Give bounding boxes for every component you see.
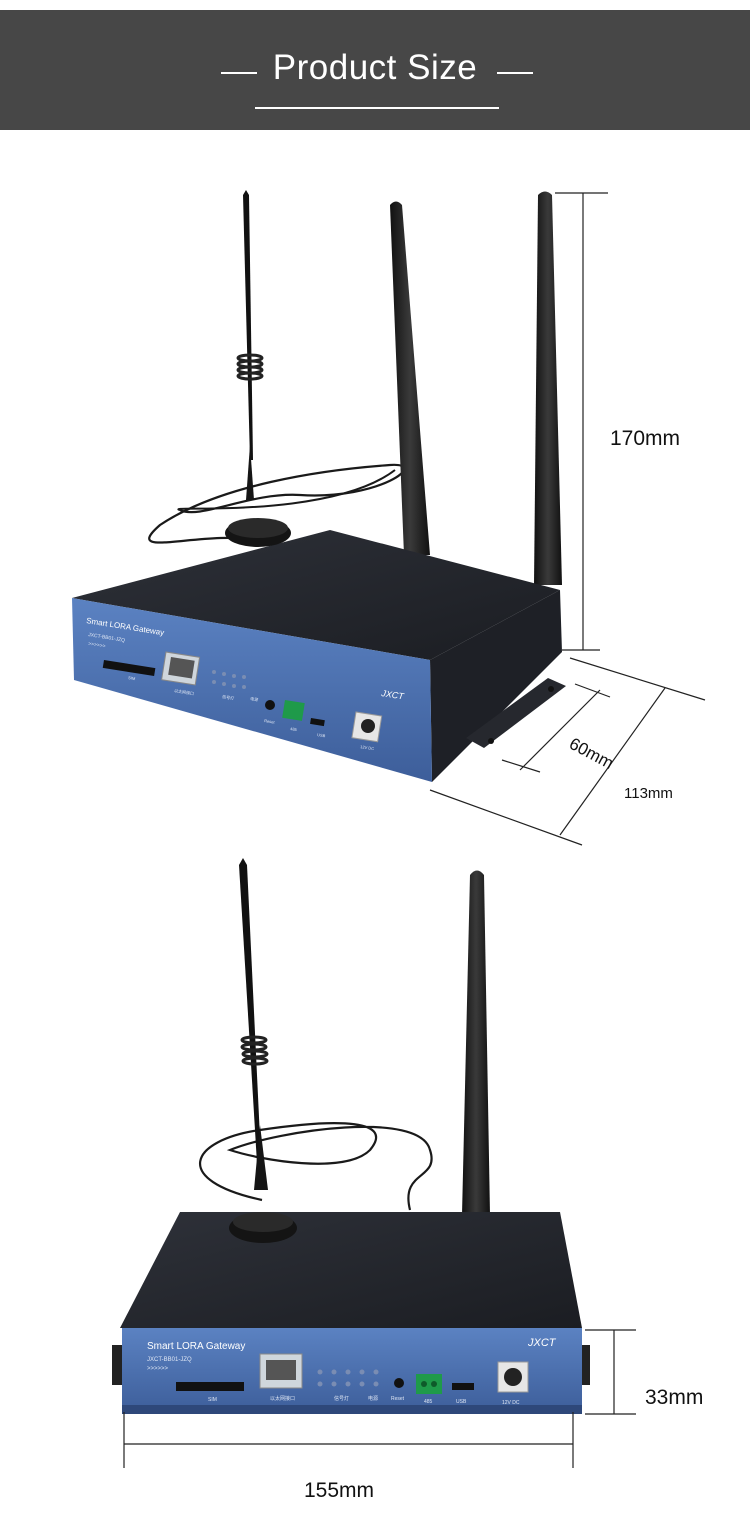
antenna-right-front — [462, 870, 490, 1215]
sim-slot — [102, 660, 156, 677]
rs485-label: 485 — [290, 726, 298, 732]
header-dash-right — [497, 72, 533, 74]
thickness-dimension-label: 33mm — [645, 1386, 704, 1409]
rs485-terminal — [282, 700, 305, 721]
case-side — [430, 590, 562, 782]
lan-label-front: 以太网接口 — [270, 1395, 295, 1402]
reset-button-hole — [265, 700, 275, 710]
case-top-front — [120, 1212, 582, 1328]
device-name-label-front: Smart LORA Gateway — [147, 1341, 245, 1352]
section-header: Product Size — [0, 10, 750, 130]
antenna-right — [534, 191, 562, 585]
led-indicators — [212, 670, 246, 689]
usb-port-front — [452, 1383, 474, 1390]
device-arrows-label-front: >>>>>> — [147, 1366, 169, 1372]
usb-port — [310, 718, 325, 727]
front-panel — [72, 598, 432, 782]
brand-logo-front: JXCT — [527, 1337, 557, 1349]
led-power-label-front: 电源 — [368, 1395, 378, 1402]
device-model-label-front: JXCT-BB01-JZQ — [147, 1357, 192, 1363]
device-angled-view: Smart LORA Gateway JXCT-BB01-JZQ >>>>>> … — [72, 190, 566, 782]
rs485-label-front: 485 — [424, 1399, 433, 1405]
brand-logo: JXCT — [380, 688, 406, 702]
antenna-middle — [390, 201, 430, 555]
page-title: Product Size — [272, 48, 478, 87]
whip-antenna — [243, 190, 253, 460]
usb-label: USB — [317, 732, 326, 738]
device-model-label: JXCT-BB01-JZQ — [88, 632, 126, 644]
sim-label: SIM — [128, 675, 136, 681]
height-dimension-label: 170mm — [610, 427, 681, 450]
header-dash-left — [221, 72, 257, 74]
led-group-label-front: 信号灯 — [334, 1395, 349, 1402]
depth-dimension-label: 113mm — [624, 785, 673, 802]
case-top — [72, 530, 560, 660]
antenna-cable — [148, 463, 406, 544]
usb-label-front: USB — [456, 1399, 467, 1405]
reset-button-hole-front — [394, 1378, 404, 1388]
device-front-view: Smart LORA Gateway JXCT-BB01-JZQ >>>>>> … — [112, 858, 590, 1414]
dc-label: 12V DC — [360, 744, 375, 751]
rs485-terminal-front — [416, 1374, 442, 1394]
led-indicators-front — [317, 1369, 379, 1387]
length-dimension-label: 155mm — [304, 1479, 375, 1502]
led-group-label: 信号灯 — [222, 693, 235, 701]
lan-label: 以太网接口 — [174, 687, 195, 696]
header-underline — [255, 107, 499, 109]
dc-label-front: 12V DC — [502, 1400, 520, 1406]
sim-slot-front — [176, 1382, 244, 1391]
reset-label: Reset — [264, 718, 276, 725]
antenna-cable-front — [198, 1122, 433, 1211]
sim-label-front: SIM — [208, 1397, 217, 1403]
reset-label-front: Reset — [391, 1396, 405, 1402]
device-arrows-label: >>>>>> — [88, 641, 106, 650]
dimension-lines-top — [429, 192, 706, 846]
dimension-lines-bottom — [123, 1329, 636, 1468]
whip-antenna-front — [239, 858, 262, 1180]
led-power-label: 电源 — [250, 695, 259, 702]
